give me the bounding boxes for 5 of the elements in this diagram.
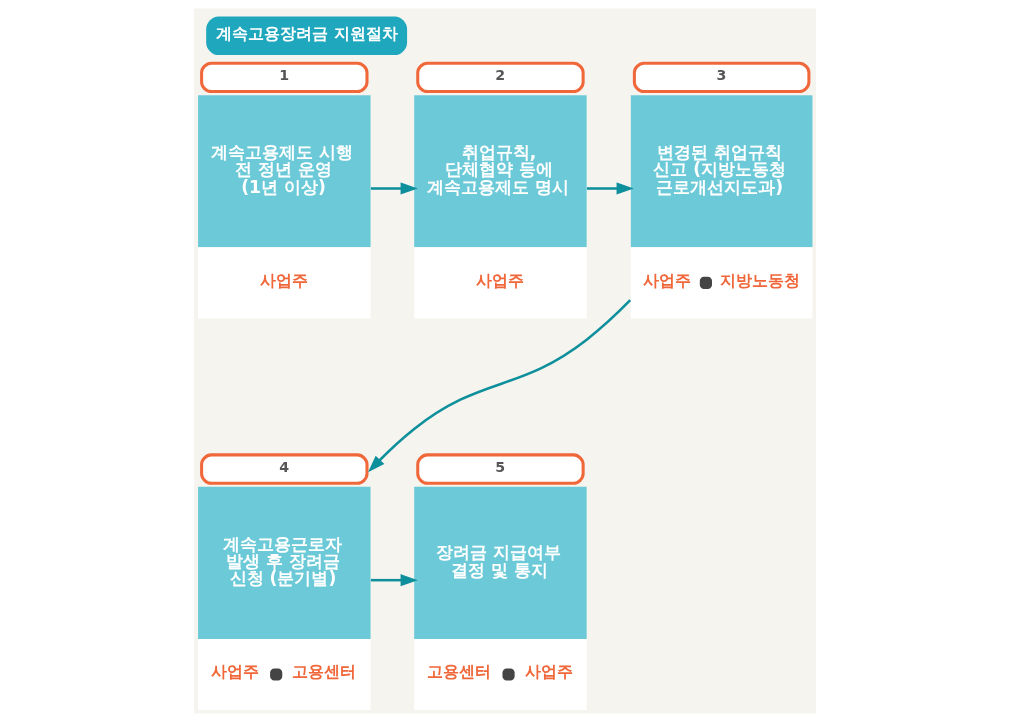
diagram-title: 계속고용장려금 지원절차 [215, 23, 398, 43]
arrow [367, 299, 631, 473]
arrow [370, 574, 418, 587]
arrow [370, 182, 418, 195]
arrow [586, 182, 634, 195]
